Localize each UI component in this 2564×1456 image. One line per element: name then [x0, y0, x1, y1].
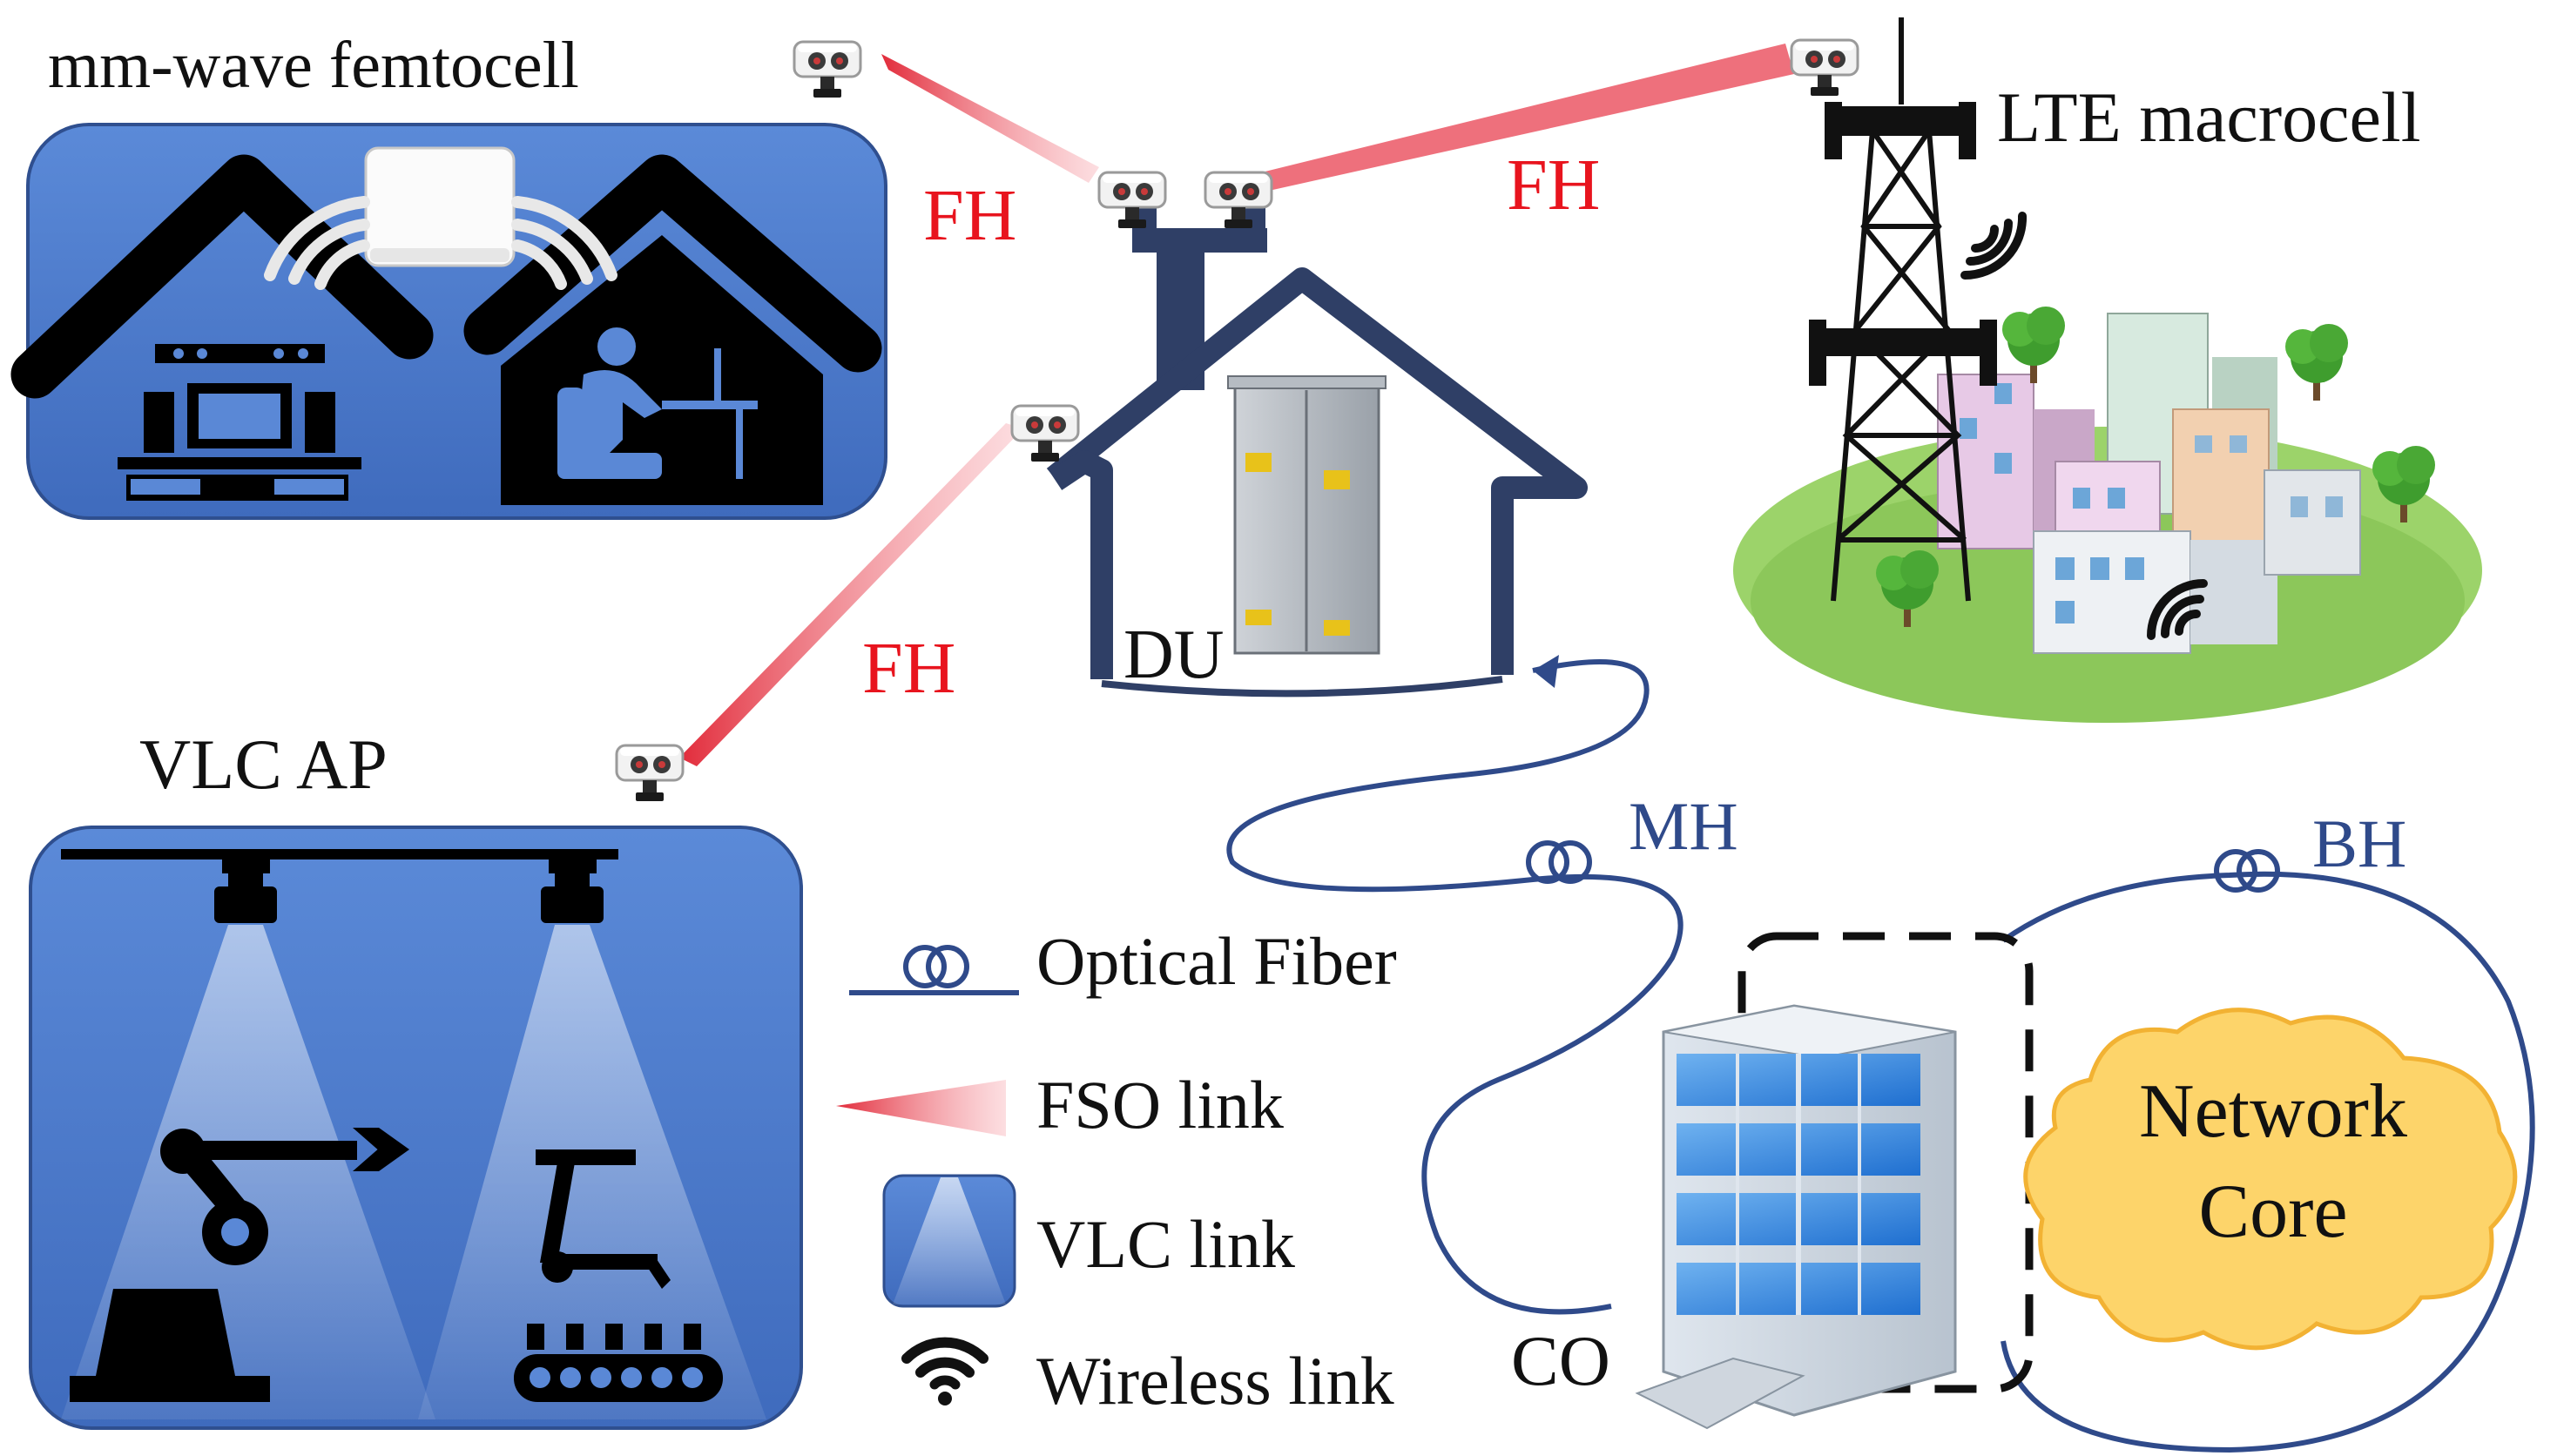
lte-label: LTE macrocell	[1997, 78, 2420, 157]
city-buildings-icon	[1937, 313, 2361, 654]
vlc-ap-label: VLC AP	[139, 725, 388, 804]
legend-wireless: Wireless link	[907, 1343, 1394, 1419]
mh-fiber	[1226, 659, 1683, 1315]
bh-label: BH	[2312, 806, 2406, 881]
bh-coil-icon	[2217, 852, 2277, 890]
fso-lte-icon	[1790, 38, 1859, 98]
conveyor-robot-icon	[514, 1149, 723, 1402]
fso-femtocell-icon	[793, 40, 862, 99]
building-wifi-icon	[2147, 579, 2208, 640]
lamp-right-icon	[541, 886, 604, 923]
network-core-cloud-icon	[2023, 1008, 2518, 1351]
legend-fiber-coil-icon	[906, 947, 967, 986]
lamp-left-icon	[214, 886, 277, 923]
fso-beam-lte	[1237, 44, 1794, 196]
core-label-line2: Core	[2198, 1170, 2347, 1254]
legend-wireless-label: Wireless link	[1036, 1343, 1394, 1419]
lte-macrocell	[1733, 17, 2482, 723]
mh-arrow-icon	[1533, 655, 1559, 688]
vlc-beam-right	[418, 925, 766, 1419]
du-house	[1046, 207, 1588, 698]
mh-coil-icon	[1528, 843, 1589, 881]
fso-links	[679, 44, 1794, 766]
core-label-line1: Network	[2139, 1069, 2407, 1154]
mh-label: MH	[1629, 788, 1738, 864]
tv-stand-icon	[118, 344, 361, 501]
legend-fso-icon	[836, 1080, 1006, 1136]
femtocell-label: mm-wave femtocell	[48, 29, 579, 102]
co-building-icon	[1635, 1004, 1957, 1430]
legend: Optical Fiber FSO link VLC link Wireless…	[836, 923, 1397, 1419]
fh-label-lte: FH	[1507, 145, 1600, 226]
router-waves-right-icon	[511, 196, 617, 290]
fh-label-vlc: FH	[862, 628, 955, 709]
fiber-links	[1226, 659, 2535, 1453]
legend-fiber-label: Optical Fiber	[1036, 923, 1397, 999]
roof-left-icon	[10, 154, 434, 399]
tower-icon	[1809, 17, 1997, 602]
legend-fso: FSO link	[836, 1067, 1284, 1143]
du-label: DU	[1123, 617, 1225, 693]
legend-fiber: Optical Fiber	[849, 923, 1397, 999]
fso-beam-femto	[881, 54, 1099, 183]
fso-vlc-icon	[615, 744, 685, 803]
tower-wifi-icon	[1960, 212, 2028, 280]
legend-fso-label: FSO link	[1036, 1067, 1284, 1143]
router-waves-left-icon	[264, 196, 370, 290]
router-icon	[364, 146, 516, 267]
bh-fiber	[2001, 871, 2535, 1453]
roof-right-icon	[463, 154, 882, 373]
legend-vlc-label: VLC link	[1036, 1206, 1295, 1282]
person-desk-icon	[557, 327, 758, 479]
legend-vlc: VLC link	[882, 1174, 1295, 1308]
cabinet-icon	[1227, 375, 1387, 655]
tree-icon	[2285, 324, 2348, 401]
femtocell-panel	[10, 123, 887, 520]
fso-beam-vlc	[679, 423, 1023, 766]
robot-arm-icon	[70, 1128, 409, 1402]
co-label: CO	[1511, 1321, 1610, 1400]
vlc-panel	[29, 826, 803, 1430]
legend-wireless-icon	[907, 1343, 983, 1405]
tree-icon	[2002, 307, 2065, 383]
fh-label-femto: FH	[923, 175, 1016, 256]
du-house-outline	[1046, 267, 1588, 675]
